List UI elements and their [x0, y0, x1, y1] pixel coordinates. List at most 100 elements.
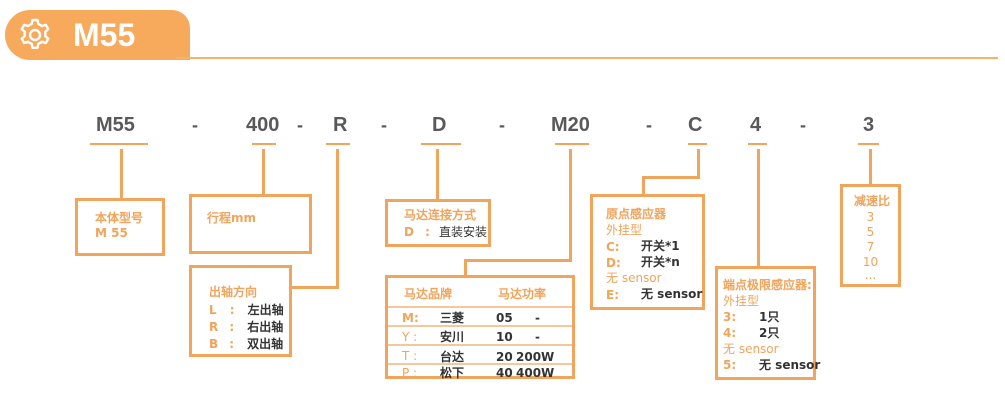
table-row: T : 台达 20 200W	[388, 344, 572, 365]
option-value: 左出轴	[247, 303, 284, 317]
option-value: 无 sensor	[759, 358, 821, 372]
connector-ratio	[869, 149, 872, 185]
code-origin-sensor: C	[688, 114, 703, 136]
code-stroke: 400	[246, 114, 280, 136]
row-code: 10	[496, 330, 513, 344]
table-row: Y : 安川 10 -	[388, 325, 572, 346]
connector-motor	[569, 149, 572, 261]
shaft-option: R : 右出轴	[209, 318, 283, 335]
code-dash: -	[381, 115, 387, 135]
option-value: 直装安装	[438, 225, 487, 239]
origin-option: D:	[606, 254, 621, 271]
option-value: 2只	[759, 326, 780, 340]
row-code: 20	[496, 350, 513, 364]
underline-ratio	[858, 143, 879, 145]
underline-limit-sensor	[748, 143, 767, 145]
row-brand: 台达	[440, 350, 465, 364]
connector-origin-sensor	[697, 149, 700, 179]
box-shaft-direction: 出轴方向 L : 左出轴 R : 右出轴 B : 双出轴	[189, 265, 292, 357]
row-brand: 松下	[440, 366, 465, 380]
option-value: 1只	[759, 310, 780, 324]
option-sep: :	[229, 303, 235, 317]
code-motor-connect: D	[432, 114, 447, 136]
option-sep: :	[229, 337, 235, 351]
table-row: M: 三菱 05 -	[388, 306, 572, 327]
connector-limit-sensor	[757, 149, 760, 267]
box-title: 出轴方向	[209, 285, 258, 299]
option-key: C:	[606, 240, 620, 254]
code-dash: -	[192, 115, 198, 135]
row-brand: 安川	[440, 330, 465, 344]
box-limit-sensor: 端点极限感应器: 外挂型 3: 1只 4: 2只 无 sensor 5: 无 s…	[715, 266, 820, 380]
box-note: 无 sensor	[723, 342, 779, 356]
connector-motor-connect	[436, 149, 439, 201]
option-key: L	[209, 303, 217, 317]
code-ratio: 3	[863, 114, 875, 136]
box-title: 端点极限感应器:	[723, 278, 812, 292]
code-model: M55	[96, 114, 135, 136]
option-key: R	[209, 320, 219, 334]
option-key: B	[209, 337, 219, 351]
row-power: 400W	[516, 366, 555, 380]
underline-origin-sensor	[688, 143, 707, 145]
shaft-option: L : 左出轴	[209, 301, 284, 318]
option-key: 4:	[723, 326, 737, 340]
table-header-power: 马达功率	[498, 287, 547, 301]
option-key: E:	[606, 288, 619, 302]
ratio-value: 5	[866, 225, 875, 239]
ratio-value: 10	[862, 255, 879, 269]
option-key: 5:	[723, 358, 737, 372]
underline-stroke	[252, 143, 276, 145]
code-dash: -	[297, 115, 303, 135]
box-motor-connection: 马达连接方式 D : 直装安装	[385, 199, 491, 247]
gear-icon	[20, 18, 50, 49]
row-key: M:	[402, 311, 419, 325]
underline-shaft	[326, 143, 350, 145]
connector-model	[120, 149, 123, 199]
option-value: 开关*n	[641, 255, 680, 269]
table-header-brand: 马达品牌	[404, 287, 453, 301]
underline-model	[90, 143, 148, 145]
header-rule	[176, 57, 998, 59]
row-key: T :	[402, 349, 418, 363]
box-value: M 55	[95, 226, 128, 240]
row-brand: 三菱	[440, 311, 465, 325]
box-subtitle: 外挂型	[723, 294, 760, 308]
underline-motor-connect	[421, 143, 461, 145]
code-shaft: R	[333, 114, 348, 136]
table-row: P : 松下 40 400W	[388, 363, 572, 380]
row-power: -	[535, 330, 540, 344]
option-sep: :	[425, 225, 430, 239]
origin-option: C:	[606, 238, 620, 255]
origin-option: E:	[606, 286, 619, 303]
option-sep: :	[229, 320, 235, 334]
code-motor: M20	[551, 114, 590, 136]
option-value: 开关*1	[641, 239, 680, 253]
box-title: 行程mm	[207, 211, 257, 225]
connector-motor	[464, 259, 467, 277]
ratio-value: ...	[864, 268, 877, 282]
option-key: D	[404, 225, 414, 239]
code-dash: -	[800, 115, 806, 135]
ratio-value: 3	[866, 210, 875, 224]
page-title: M55	[73, 17, 136, 53]
option-value: 无 sensor	[641, 287, 703, 301]
ratio-value: 7	[866, 240, 875, 254]
row-code: 05	[496, 311, 513, 325]
box-stroke: 行程mm	[189, 194, 312, 254]
box-title: 本体型号	[95, 211, 144, 225]
connector-origin-sensor	[642, 176, 645, 196]
box-subtitle: 外挂型	[606, 223, 643, 237]
box-note: 无 sensor	[606, 271, 662, 285]
option-key: 3:	[723, 310, 737, 324]
connector-shaft	[336, 149, 339, 289]
underline-motor	[555, 143, 589, 145]
code-dash: -	[499, 115, 505, 135]
row-code: 40	[496, 366, 513, 380]
connector-motor	[464, 259, 572, 262]
connect-option: D : 直装安装	[404, 223, 487, 240]
box-title: 原点感应器	[606, 207, 667, 221]
row-key: P :	[402, 366, 418, 380]
option-key: D:	[606, 256, 621, 270]
box-motor-table: 马达品牌 马达功率 M: 三菱 05 - Y : 安川 10 - T : 台达 …	[385, 275, 575, 380]
